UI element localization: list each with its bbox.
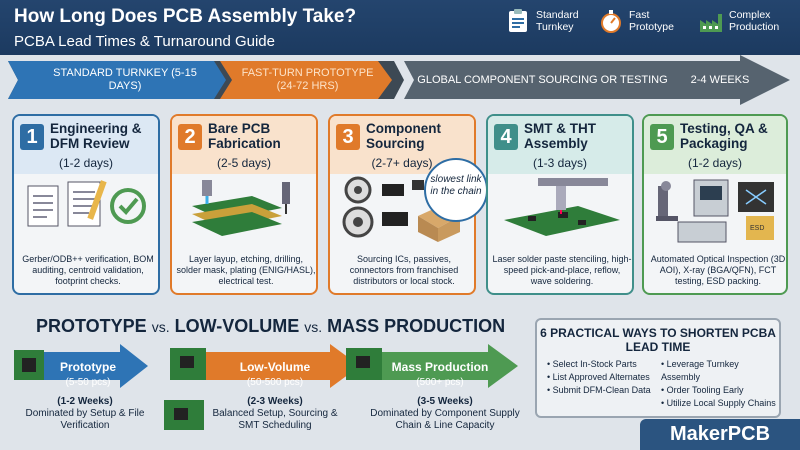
step-title: Testing, QA & Packaging (680, 121, 768, 151)
prototype-arrow-label: Prototype (5-50 pcs) (48, 360, 128, 390)
step-title: Engineering & DFM Review (50, 121, 142, 151)
brand-logo: MakerPCB (640, 419, 800, 450)
timeline-band (8, 55, 790, 105)
step-number: 5 (650, 124, 674, 150)
step-card-1: 1 Engineering & DFM Review (1-2 days) Ge… (12, 114, 160, 295)
slowest-link-callout: slowest link in the chain (424, 158, 488, 222)
step-description: Gerber/ODB++ verification, BOM auditing,… (22, 254, 154, 286)
step-duration: (1-2 days) (58, 156, 114, 170)
step-title: Bare PCB Fabrication (208, 121, 281, 151)
step-title: SMT & THT Assembly (524, 121, 596, 151)
stopwatch-icon (601, 10, 621, 33)
timeline-standard: STANDARD TURNKEY (5-15 DAYS) (53, 67, 197, 92)
legend-label: Standard Turnkey (536, 9, 579, 33)
timeline-weeks: 2-4 WEEKS (690, 74, 750, 86)
legend-fast: Fast Prototype (598, 8, 689, 34)
heading-mass-production: MASS PRODUCTION (327, 316, 506, 336)
low-volume-weeks: (2-3 Weeks) (247, 396, 303, 407)
vs-label: vs. (304, 319, 323, 335)
step-duration: (1-2 days) (687, 156, 743, 170)
pcb-fabrication-icon (192, 180, 290, 236)
step-description: Sourcing ICs, passives, connectors from … (349, 254, 459, 286)
step-duration: (2-7+ days) (371, 156, 433, 170)
timeline-global: GLOBAL COMPONENT SOURCING OR TESTING (417, 74, 668, 86)
compare-heading: PROTOTYPE vs. LOW-VOLUME vs. MASS PRODUC… (36, 316, 505, 337)
vs-label: vs. (151, 319, 170, 335)
low-volume-summary: (2-3 Weeks) Balanced Setup, Sourcing & S… (210, 396, 340, 432)
legend-label: Fast Prototype (629, 9, 674, 33)
pick-and-place-machine-icon (504, 178, 620, 236)
documents-checkmark-icon (27, 180, 146, 227)
legend-label: Complex Production (729, 9, 780, 33)
step-card-2: 2 Bare PCB Fabrication (2-5 days) Layer … (170, 114, 318, 295)
legend-standard: Standard Turnkey (505, 8, 596, 34)
tips-box: 6 PRACTICAL WAYS TO SHORTEN PCBA LEAD TI… (535, 318, 781, 418)
low-volume-qty: (50-500 pcs) (246, 377, 304, 388)
callout-text: slowest link in the chain (430, 174, 482, 197)
tip-item: Submit DFM-Clean Data (547, 384, 651, 397)
prototype-qty: (5-50 pcs) (65, 377, 111, 388)
step-description: Laser solder paste stenciling, high-spee… (492, 254, 632, 286)
boards-stack-icon (164, 400, 204, 430)
step-card-4: 4 SMT & THT Assembly (1-3 days) Laser so… (486, 114, 634, 295)
tips-title: 6 PRACTICAL WAYS TO SHORTEN PCBA LEAD TI… (540, 326, 776, 354)
step-duration: (1-3 days) (532, 156, 588, 170)
tips-left-list: Select In-Stock Parts List Approved Alte… (547, 358, 651, 397)
step-description: Layer layup, etching, drilling, solder m… (176, 254, 316, 286)
legend-complex: Complex Production (698, 8, 789, 34)
heading-prototype: PROTOTYPE (36, 316, 147, 336)
compare-arrows (14, 344, 518, 388)
step-number: 2 (178, 124, 202, 150)
inspection-equipment-icon: ESD (656, 179, 774, 243)
tip-item: Select In-Stock Parts (547, 358, 651, 371)
mass-production-name: Mass Production (391, 360, 489, 374)
prototype-summary: (1-2 Weeks) Dominated by Setup & File Ve… (20, 396, 150, 432)
tips-right-list: Leverage Turnkey Assembly Order Tooling … (661, 358, 779, 410)
step-card-5: 5 Testing, QA & Packaging (1-2 days) ESD… (642, 114, 788, 295)
step-number: 1 (20, 124, 44, 150)
mass-production-desc: Dominated by Component Supply Chain & Li… (370, 408, 520, 431)
page-title: How Long Does PCB Assembly Take? (14, 6, 357, 27)
tip-item: Leverage Turnkey Assembly (661, 358, 779, 384)
step-number: 3 (336, 124, 360, 150)
tip-item: Utilize Local Supply Chains (661, 397, 779, 410)
timeline-fast: FAST-TURN PROTOTYPE (24-72 HRS) (241, 67, 374, 92)
mass-production-weeks: (3-5 Weeks) (417, 396, 473, 407)
prototype-name: Prototype (59, 360, 116, 374)
step-description: Automated Optical Inspection (3D AOI), X… (650, 254, 786, 286)
prototype-weeks: (1-2 Weeks) (57, 396, 113, 407)
heading-low-volume: LOW-VOLUME (174, 316, 300, 336)
mass-production-qty: (500+ pcs) (416, 377, 464, 388)
page-subtitle: PCBA Lead Times & Turnaround Guide (14, 33, 275, 50)
step-duration: (2-5 days) (216, 156, 272, 170)
mass-production-arrow-label: Mass Production (500+ pcs) (385, 360, 495, 390)
low-volume-name: Low-Volume (239, 360, 311, 374)
factory-icon (700, 14, 722, 32)
prototype-desc: Dominated by Setup & File Verification (25, 408, 145, 431)
mass-production-summary: (3-5 Weeks) Dominated by Component Suppl… (370, 396, 520, 432)
header-bar: How Long Does PCB Assembly Take? PCBA Le… (0, 0, 800, 55)
step-title: Component Sourcing (366, 121, 441, 151)
low-volume-arrow-label: Low-Volume (50-500 pcs) (220, 360, 330, 390)
tip-item: List Approved Alternates (547, 371, 651, 384)
step-number: 4 (494, 124, 518, 150)
tip-item: Order Tooling Early (661, 384, 779, 397)
low-volume-desc: Balanced Setup, Sourcing & SMT Schedulin… (212, 408, 338, 431)
svg-text:ESD: ESD (750, 225, 764, 232)
clipboard-icon (509, 9, 527, 32)
